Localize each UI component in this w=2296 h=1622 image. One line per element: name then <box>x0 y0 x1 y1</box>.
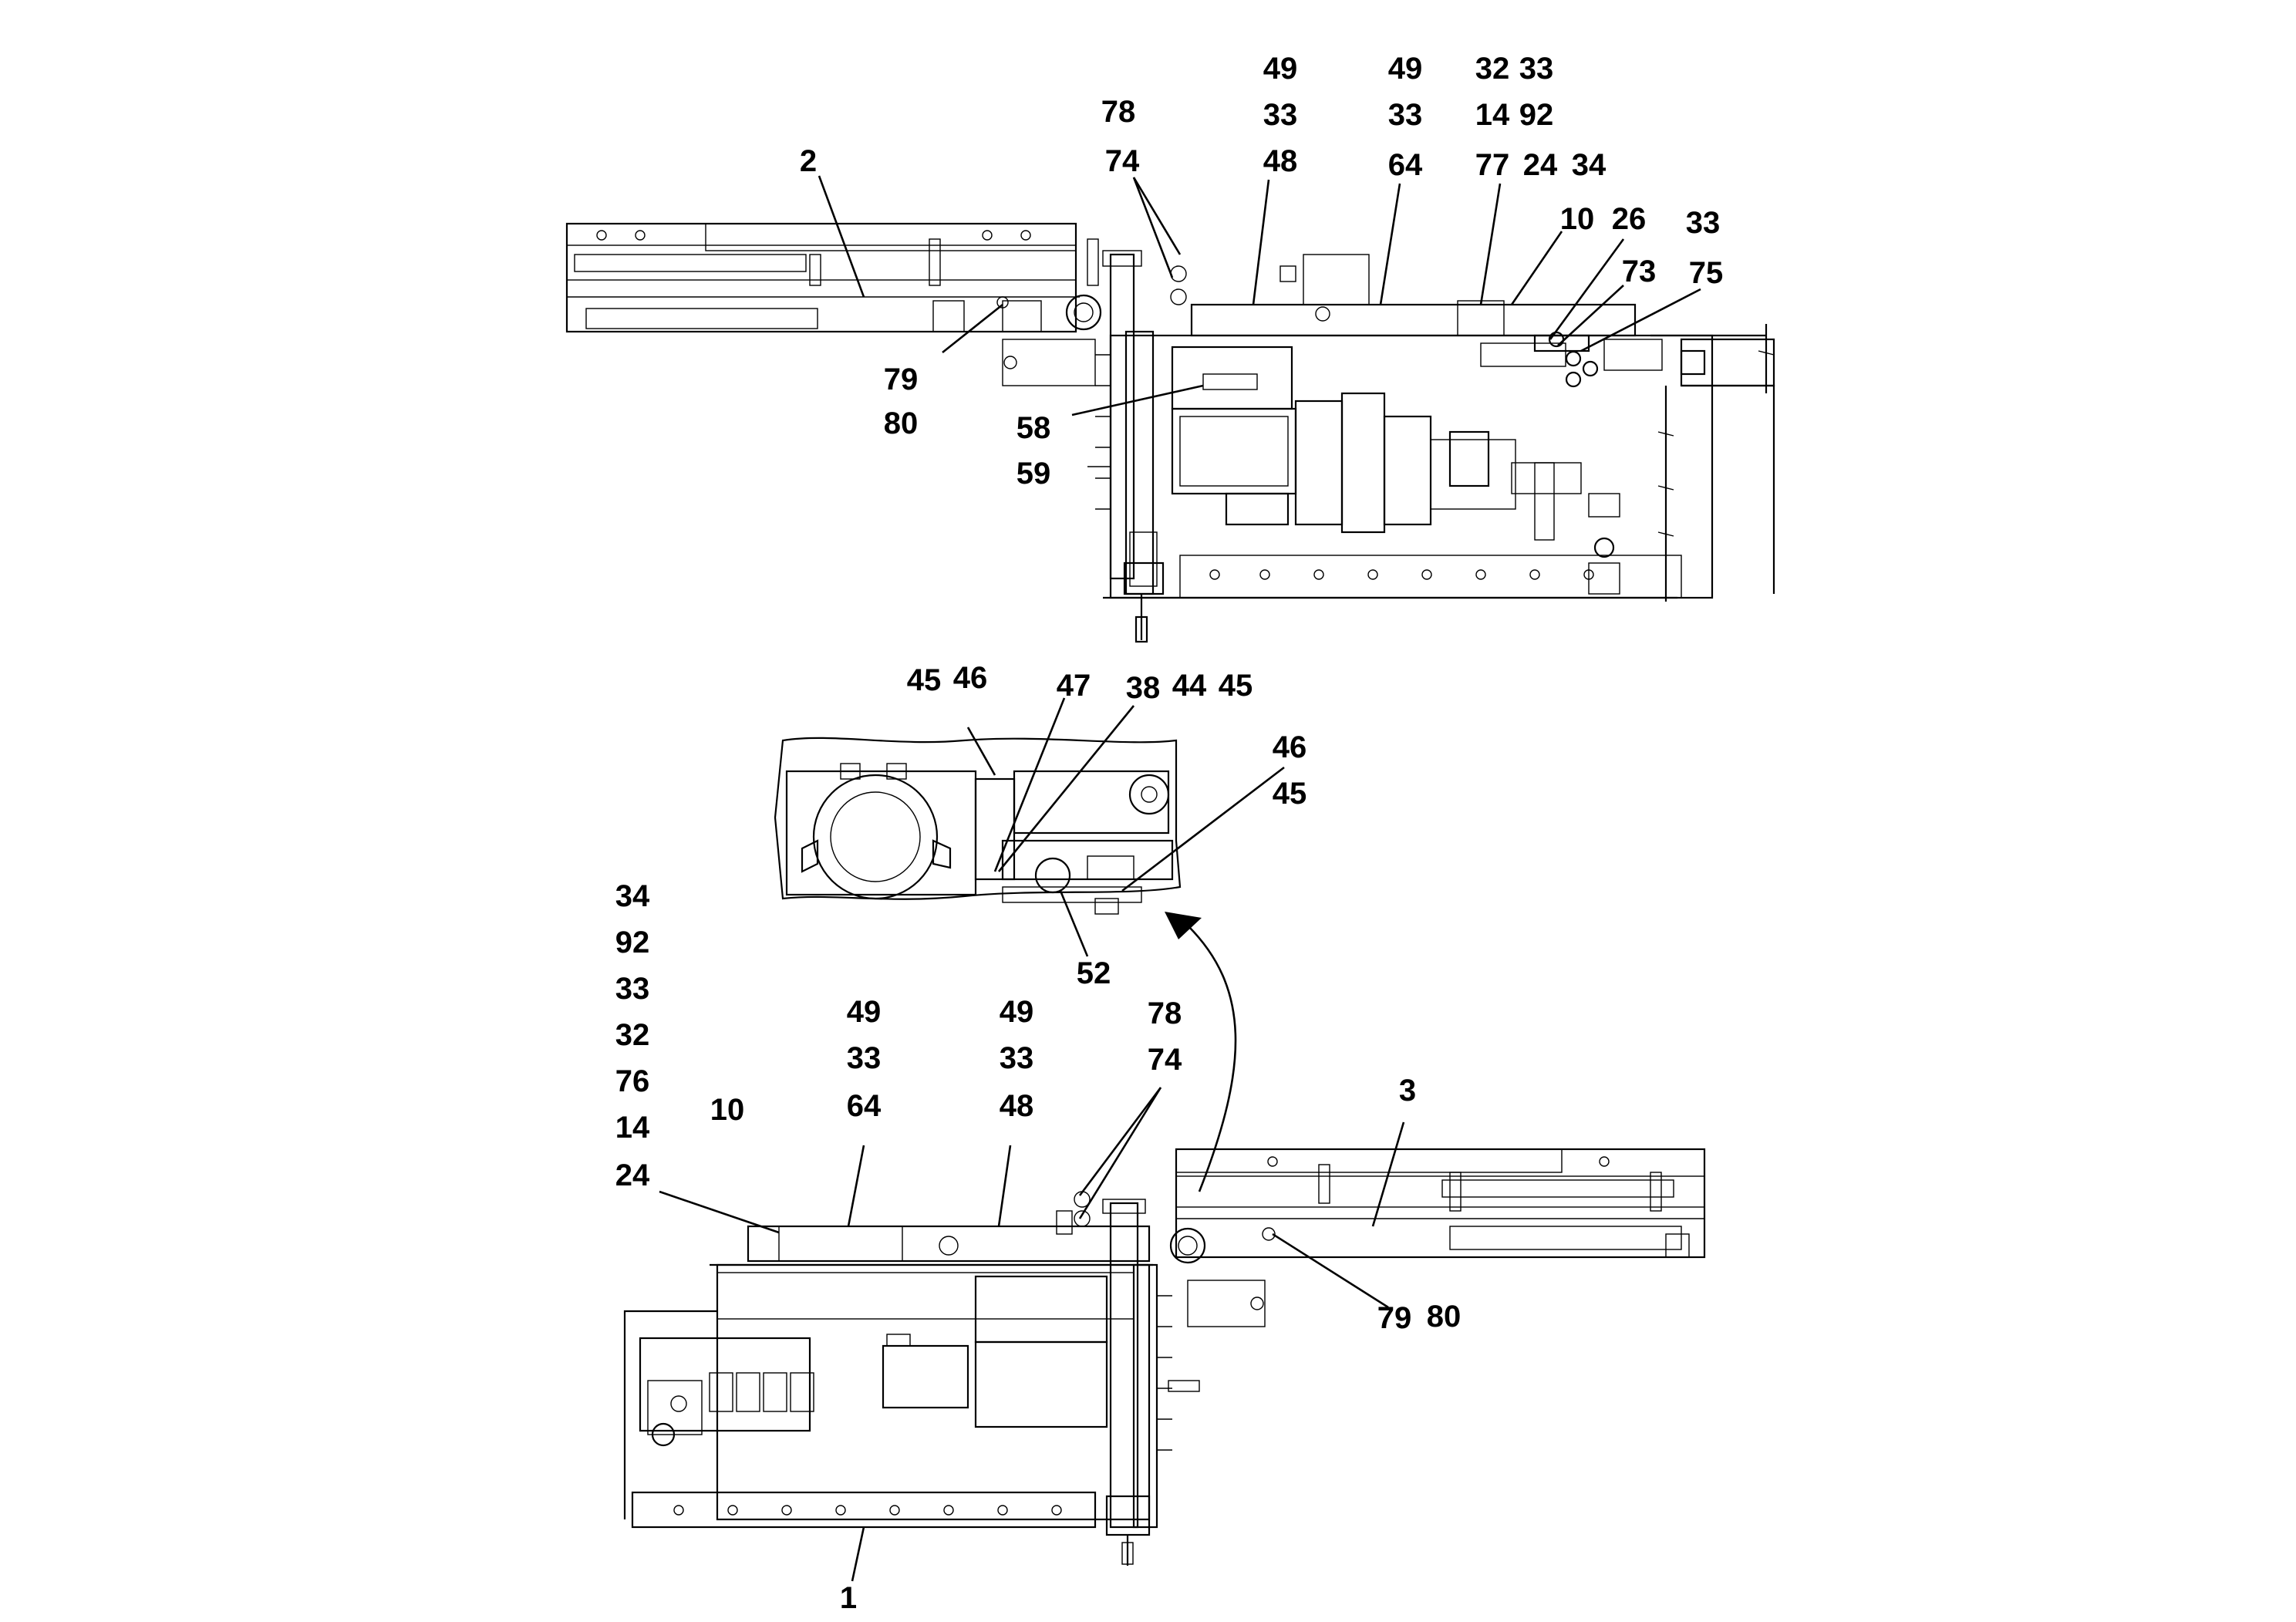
callout-45: 45 <box>907 663 942 697</box>
callout-74: 74 <box>1148 1043 1182 1077</box>
callout-33: 33 <box>615 972 650 1006</box>
callout-33: 33 <box>1686 206 1721 240</box>
callout-77: 77 <box>1475 148 1510 182</box>
callout-45: 45 <box>1273 777 1307 811</box>
callout-44: 44 <box>1172 669 1207 703</box>
callout-80: 80 <box>884 406 919 440</box>
callout-3: 3 <box>1399 1074 1416 1108</box>
callout-49: 49 <box>1388 52 1423 86</box>
detail-reference-arrow <box>1165 912 1237 1192</box>
callout-14: 14 <box>615 1111 650 1145</box>
callout-33: 33 <box>1388 98 1423 132</box>
callout-59: 59 <box>1017 457 1051 491</box>
callout-73: 73 <box>1622 255 1657 288</box>
callout-52: 52 <box>1077 956 1111 990</box>
callout-24: 24 <box>1523 148 1558 182</box>
callouts-top: 49 49 32 33 78 33 33 14 92 2 74 48 64 77… <box>800 52 1723 491</box>
callout-75: 75 <box>1689 256 1724 290</box>
callout-33: 33 <box>1000 1041 1034 1075</box>
callout-58: 58 <box>1017 411 1051 445</box>
callout-2: 2 <box>800 144 817 178</box>
callout-32: 32 <box>615 1018 650 1052</box>
leader-lines <box>659 175 1701 1582</box>
callout-74: 74 <box>1105 144 1140 178</box>
callout-78: 78 <box>1101 95 1136 129</box>
callout-92: 92 <box>615 926 650 959</box>
callouts-detail: 45 46 47 38 44 45 46 45 52 <box>907 661 1307 990</box>
callout-1: 1 <box>840 1581 857 1615</box>
detail-view-drawing <box>774 737 1182 915</box>
callout-49: 49 <box>847 995 882 1029</box>
callout-79: 79 <box>884 363 919 396</box>
callout-32: 32 <box>1475 52 1510 86</box>
callouts-bottom: 34 92 33 32 76 14 24 10 49 33 64 49 33 4… <box>615 879 1462 1615</box>
callout-48: 48 <box>1263 144 1298 178</box>
top-assembly-drawing <box>565 222 1775 643</box>
callout-45: 45 <box>1219 669 1253 703</box>
callout-38: 38 <box>1126 671 1161 705</box>
callout-46: 46 <box>1273 730 1307 764</box>
callout-48: 48 <box>1000 1089 1034 1123</box>
callout-79: 79 <box>1377 1301 1412 1335</box>
callout-10: 10 <box>1560 202 1595 236</box>
callout-49: 49 <box>1000 995 1034 1029</box>
callout-78: 78 <box>1148 996 1182 1030</box>
callout-33: 33 <box>847 1041 882 1075</box>
callout-33: 33 <box>1263 98 1298 132</box>
callout-34: 34 <box>1572 148 1607 182</box>
callout-26: 26 <box>1612 202 1647 236</box>
callout-10: 10 <box>710 1093 745 1127</box>
callout-64: 64 <box>847 1089 882 1123</box>
callout-33: 33 <box>1519 52 1554 86</box>
callout-14: 14 <box>1475 98 1510 132</box>
callout-80: 80 <box>1427 1300 1462 1334</box>
callout-34: 34 <box>615 879 650 913</box>
bottom-assembly-drawing <box>623 1148 1706 1566</box>
callout-92: 92 <box>1519 98 1554 132</box>
callout-64: 64 <box>1388 148 1423 182</box>
callout-24: 24 <box>615 1158 650 1192</box>
callout-76: 76 <box>615 1064 650 1098</box>
callout-49: 49 <box>1263 52 1298 86</box>
callout-46: 46 <box>953 661 988 695</box>
callout-47: 47 <box>1057 669 1091 703</box>
